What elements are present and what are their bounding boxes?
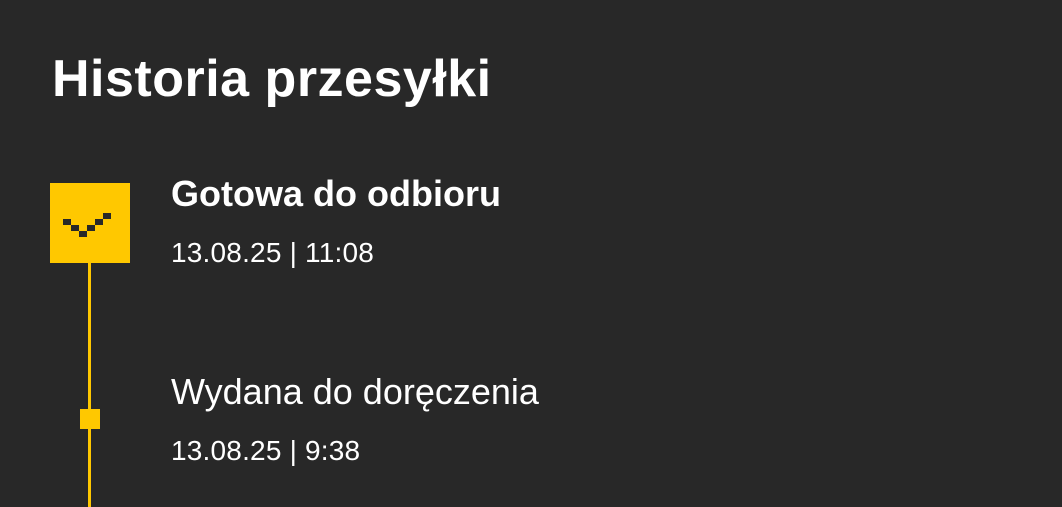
page-title: Historia przesyłki [52, 50, 492, 108]
event-time: 13.08.25 | 11:08 [171, 237, 375, 268]
timeline-dot-icon [80, 409, 100, 429]
check-icon [63, 213, 111, 237]
event-status: Wydana do doręczenia [171, 371, 539, 412]
event-status: Gotowa do odbioru [171, 173, 501, 214]
timeline-line [88, 262, 91, 507]
event-time: 13.08.25 | 9:38 [171, 435, 361, 466]
current-status-marker [50, 183, 130, 263]
timeline-event: Gotowa do odbioru 13.08.25 | 11:08 [171, 172, 501, 270]
timeline-event: Wydana do doręczenia 13.08.25 | 9:38 [171, 370, 539, 468]
